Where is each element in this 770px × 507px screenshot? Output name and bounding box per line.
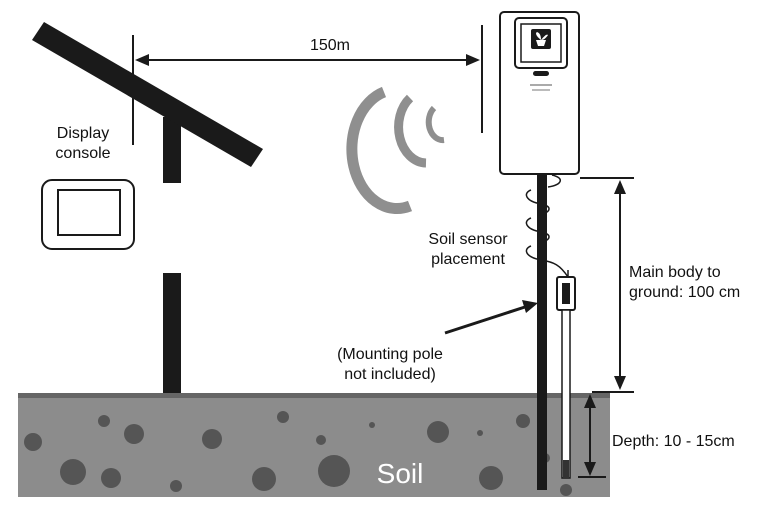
soil-pebbles [24, 411, 572, 496]
distance-label: 150m [309, 37, 351, 54]
main-body-height-label-line1: Main body to [629, 264, 721, 281]
main-body-height-label: Main body to ground: 100 cm [629, 263, 769, 303]
depth-arrow [578, 394, 606, 478]
distance-arrow [132, 25, 483, 145]
main-body-height-label-line2: ground: 100 cm [629, 284, 741, 301]
display-console [41, 179, 135, 250]
sensor-cable [525, 174, 569, 278]
soil-sensor-label-line1: Soil sensor [428, 231, 508, 248]
display-console-label-line1: Display [56, 125, 110, 142]
main-body-height-arrow [580, 177, 634, 393]
depth-label: Depth: 10 - 15cm [612, 433, 735, 450]
soil-label: Soil [376, 458, 424, 489]
mounting-pole [537, 172, 547, 490]
main-sensor-body [499, 11, 580, 175]
soil-sensor-probe [556, 276, 576, 479]
display-console-label-line2: console [55, 145, 111, 162]
display-console-label: Display console [38, 124, 128, 164]
soil-sensor-label: Soil sensor placement [413, 230, 523, 270]
mounting-pole-label-line2: not included) [344, 366, 436, 383]
mounting-pole-label: (Mounting pole not included) [325, 345, 455, 385]
wireless-signal-icon [346, 86, 445, 215]
display-console-pole [32, 22, 263, 393]
plant-icon [531, 29, 551, 49]
soil-sensor-label-line2: placement [431, 251, 505, 268]
mounting-pole-label-line1: (Mounting pole [337, 346, 443, 363]
mounting-pole-pointer [444, 300, 538, 335]
